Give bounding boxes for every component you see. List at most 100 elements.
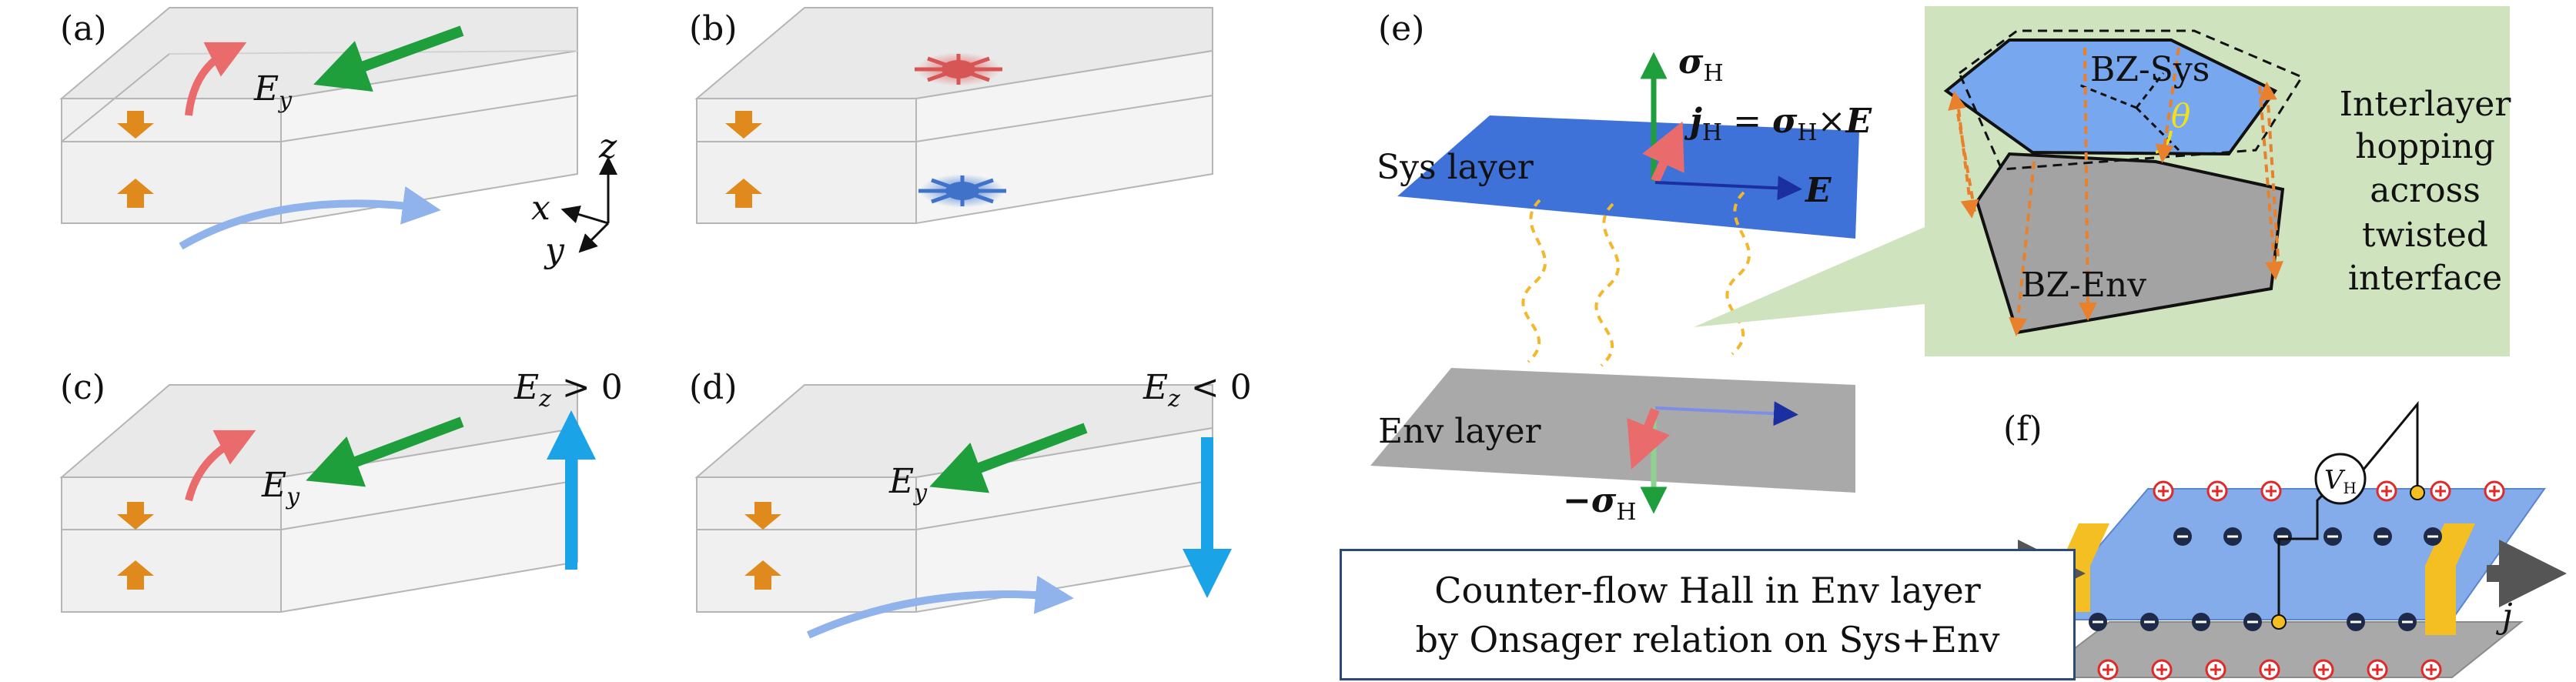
plus-charge-icon xyxy=(2420,659,2442,680)
plus-charge-icon xyxy=(2259,659,2280,680)
probe-contact-bottom xyxy=(2271,614,2287,630)
env-hall-arrow xyxy=(1627,407,1670,470)
minus-charge-icon xyxy=(2374,527,2392,546)
bz-center-dashes xyxy=(2078,72,2180,152)
jh-arrow xyxy=(1642,121,1684,183)
minus-sigma-h-label: −σH xyxy=(1563,481,1636,526)
plus-charge-icon xyxy=(2151,659,2173,680)
voltmeter-wires xyxy=(2277,400,2419,621)
sys-layer-plane xyxy=(1397,115,1859,239)
plus-charges-bottom xyxy=(2043,659,2442,680)
axis-x-label: x xyxy=(531,189,550,228)
minus-charge-icon xyxy=(2140,613,2159,631)
bz-sys-label: BZ-Sys xyxy=(2090,50,2210,89)
minus-charges-bottom xyxy=(2037,613,2417,631)
minus-charge-icon xyxy=(2173,527,2192,546)
minus-charge-icon xyxy=(2424,527,2442,546)
axis-y-label: y xyxy=(544,231,565,270)
callout-wedge xyxy=(1694,227,1925,327)
svg-text:Interlayer: Interlayer xyxy=(2340,85,2512,124)
bz-env-label: BZ-Env xyxy=(2021,266,2146,305)
plus-charge-icon xyxy=(2206,480,2228,502)
spin-up-arrow xyxy=(725,179,762,208)
panel-b-label: (b) xyxy=(689,9,738,48)
note-line-1: Counter-flow Hall in Env layer xyxy=(1434,569,1981,611)
panel-d-label: (d) xyxy=(689,368,738,407)
svg-text:interface: interface xyxy=(2348,259,2502,298)
hall-curve-red xyxy=(185,430,256,502)
right-contact xyxy=(2425,523,2475,635)
voltmeter-icon: VH xyxy=(2314,453,2367,505)
env-e-arrow xyxy=(1654,401,1798,426)
spin-up-arrow xyxy=(117,560,154,590)
source-blue-icon xyxy=(918,174,1006,208)
plus-charge-icon xyxy=(2260,480,2282,502)
minus-charge-icon xyxy=(2243,613,2262,631)
field-arrow-green xyxy=(306,416,464,487)
interlayer-wave-lines xyxy=(1521,191,1751,367)
hopping-caption: Interlayer hopping across twisted interf… xyxy=(2340,85,2512,298)
panel-e-label: (e) xyxy=(1378,9,1424,48)
plus-charge-icon xyxy=(2367,659,2388,680)
panel-f-label: (f) xyxy=(2003,410,2042,449)
jh-formula-label: jH = σH×E xyxy=(1684,102,1872,146)
panel-b: (b) xyxy=(689,7,1213,225)
minus-charge-icon xyxy=(2398,613,2417,631)
panel-a: (a) Ey z x y xyxy=(59,7,617,270)
plus-charge-icon xyxy=(2484,480,2505,502)
device-top-layer xyxy=(2034,488,2546,620)
plus-charge-icon xyxy=(2376,480,2397,502)
env-layer-plane xyxy=(1370,368,1855,493)
field-ey-label: Ey xyxy=(261,466,300,510)
spin-down-arrow xyxy=(117,502,154,530)
theta-label: θ xyxy=(2171,97,2190,135)
plus-charge-icon xyxy=(2430,480,2451,502)
panel-a-label: (a) xyxy=(60,9,107,48)
minus-charge-icon xyxy=(2089,613,2107,631)
plus-charge-icon xyxy=(2153,480,2174,502)
panel-c-label: (c) xyxy=(60,368,105,407)
plus-charge-icon xyxy=(2097,659,2119,680)
spin-up-arrow xyxy=(744,560,781,590)
e-field-label: E xyxy=(1804,171,1832,210)
hall-curve-blue xyxy=(179,186,441,250)
minus-charge-icon xyxy=(2192,613,2210,631)
sys-layer-label: Sys layer xyxy=(1377,148,1534,187)
note-line-2: by Onsager relation on Sys+Env xyxy=(1415,618,2000,660)
e-field-arrow xyxy=(1654,176,1802,201)
minus-charges-top xyxy=(2173,527,2442,546)
env-layer-label: Env layer xyxy=(1378,412,1542,451)
svg-text:across: across xyxy=(2370,171,2481,210)
sigma-h-label: σH xyxy=(1678,42,1724,87)
ez-condition-label: Ez < 0 xyxy=(1142,368,1252,413)
axis-z-label: z xyxy=(598,127,617,166)
spin-up-arrow xyxy=(117,179,154,208)
field-ey-label: Ey xyxy=(888,462,928,506)
source-red-icon xyxy=(915,52,1002,86)
hall-curve-blue xyxy=(806,575,1074,639)
axis-triad xyxy=(560,156,617,253)
minus-charge-icon xyxy=(2273,527,2292,546)
svg-text:twisted: twisted xyxy=(2362,216,2488,255)
ez-condition-label: Ez > 0 xyxy=(514,368,623,413)
plus-charge-icon xyxy=(2313,659,2334,680)
field-arrow-green xyxy=(929,423,1088,493)
spin-down-arrow xyxy=(744,502,781,530)
counter-flow-note: Counter-flow Hall in Env layer by Onsage… xyxy=(1340,549,2076,680)
plus-charge-icon xyxy=(2205,659,2226,680)
panel-d: (d) Ey Ez < 0 xyxy=(689,368,1252,639)
panel-f: (f) j xyxy=(2003,400,2567,680)
hopping-arrows xyxy=(1948,47,2283,336)
minus-charge-icon xyxy=(2223,527,2242,546)
plus-charges-top xyxy=(2153,480,2505,502)
minus-charge-icon xyxy=(2347,613,2365,631)
field-ey-label: Ey xyxy=(253,69,293,114)
svg-text:VH: VH xyxy=(2324,465,2357,497)
panel-c: (c) Ey Ez > 0 xyxy=(59,368,623,613)
svg-text:hopping: hopping xyxy=(2355,127,2495,166)
probe-contact-top xyxy=(2410,485,2425,500)
minus-charge-icon xyxy=(2323,527,2342,546)
field-arrow-green xyxy=(313,25,464,92)
spin-down-arrow xyxy=(117,111,154,139)
